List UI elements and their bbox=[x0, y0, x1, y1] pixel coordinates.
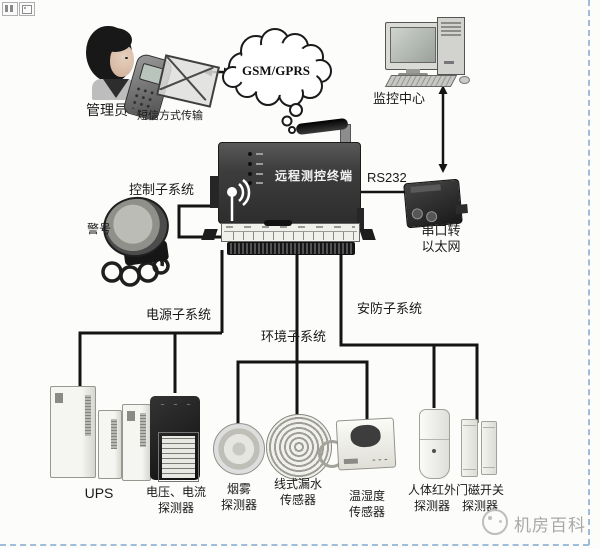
remote-terminal-device: 远程测控终端 bbox=[218, 142, 361, 224]
led-indicator bbox=[248, 172, 263, 176]
monitor-center-label: 监控中心 bbox=[373, 91, 426, 106]
mouse bbox=[459, 76, 470, 84]
terminal-name-label: 远程测控终端 bbox=[274, 169, 353, 183]
serial-ethernet-label: 串口转 以太网 bbox=[421, 223, 461, 254]
voltage-current-detector bbox=[150, 396, 200, 482]
ups-tower bbox=[50, 386, 96, 478]
keyboard bbox=[384, 75, 458, 87]
admin-person-hair-front bbox=[98, 28, 132, 52]
sms-envelope-icon bbox=[155, 54, 221, 108]
smoke-detector-label: 烟雾 探测器 bbox=[220, 482, 257, 512]
led-indicator bbox=[248, 181, 263, 185]
water-leak-label: 线式漏水 传感器 bbox=[273, 477, 322, 507]
wireless-signal-icon bbox=[227, 179, 251, 221]
led-indicator bbox=[248, 162, 263, 166]
right-dashed-border bbox=[588, 0, 590, 545]
watermark-text: 机房百科 bbox=[514, 516, 586, 535]
bottom-dashed-border bbox=[0, 544, 589, 546]
environment-subsystem-label: 环境子系统 bbox=[261, 329, 327, 344]
door-switch-part bbox=[481, 421, 497, 475]
sms-transfer-label: 短信方式传输 bbox=[137, 110, 203, 122]
temp-humidity-label: 温湿度 传感器 bbox=[348, 489, 385, 519]
siren-label: 警号 bbox=[87, 222, 112, 236]
pir-detector bbox=[419, 409, 450, 479]
pc-tower bbox=[437, 17, 465, 75]
security-subsystem-label: 安防子系统 bbox=[357, 301, 423, 316]
image-placeholder-icon bbox=[2, 2, 18, 16]
pir-detector-label: 人体红外 探测器 bbox=[407, 483, 456, 513]
image-placeholder-icon bbox=[19, 2, 35, 16]
monitor-stand bbox=[406, 69, 420, 74]
terminal-side-tab bbox=[357, 208, 364, 230]
ups-label: UPS bbox=[84, 485, 114, 501]
subsystem-wires bbox=[78, 204, 479, 425]
watermark-logo-icon bbox=[482, 509, 508, 535]
door-switch-part bbox=[461, 419, 478, 477]
terminal-side-tab bbox=[210, 176, 219, 208]
monitor-screen bbox=[385, 22, 441, 70]
led-indicator bbox=[248, 152, 263, 156]
temp-humidity-sensor bbox=[335, 417, 397, 471]
gsm-cloud: GSM/GPRS bbox=[222, 28, 332, 134]
voltage-current-label: 电压、电流 探测器 bbox=[145, 485, 206, 515]
cloud-tail bbox=[281, 103, 303, 134]
control-subsystem-label: 控制子系统 bbox=[129, 182, 195, 197]
power-subsystem-label: 电源子系统 bbox=[146, 307, 212, 322]
cloud-label: GSM/GPRS bbox=[242, 63, 310, 78]
rs232-label: RS232 bbox=[367, 170, 407, 185]
ups-tower bbox=[122, 404, 151, 481]
admin-label: 管理员 bbox=[86, 102, 128, 118]
admin-person-eye bbox=[125, 57, 128, 59]
serial-ethernet-converter bbox=[403, 178, 468, 229]
ups-tower bbox=[98, 410, 122, 479]
terminal-wiring-strip bbox=[221, 220, 360, 242]
terminal-connector-rib bbox=[227, 242, 355, 255]
smoke-detector bbox=[213, 423, 265, 475]
